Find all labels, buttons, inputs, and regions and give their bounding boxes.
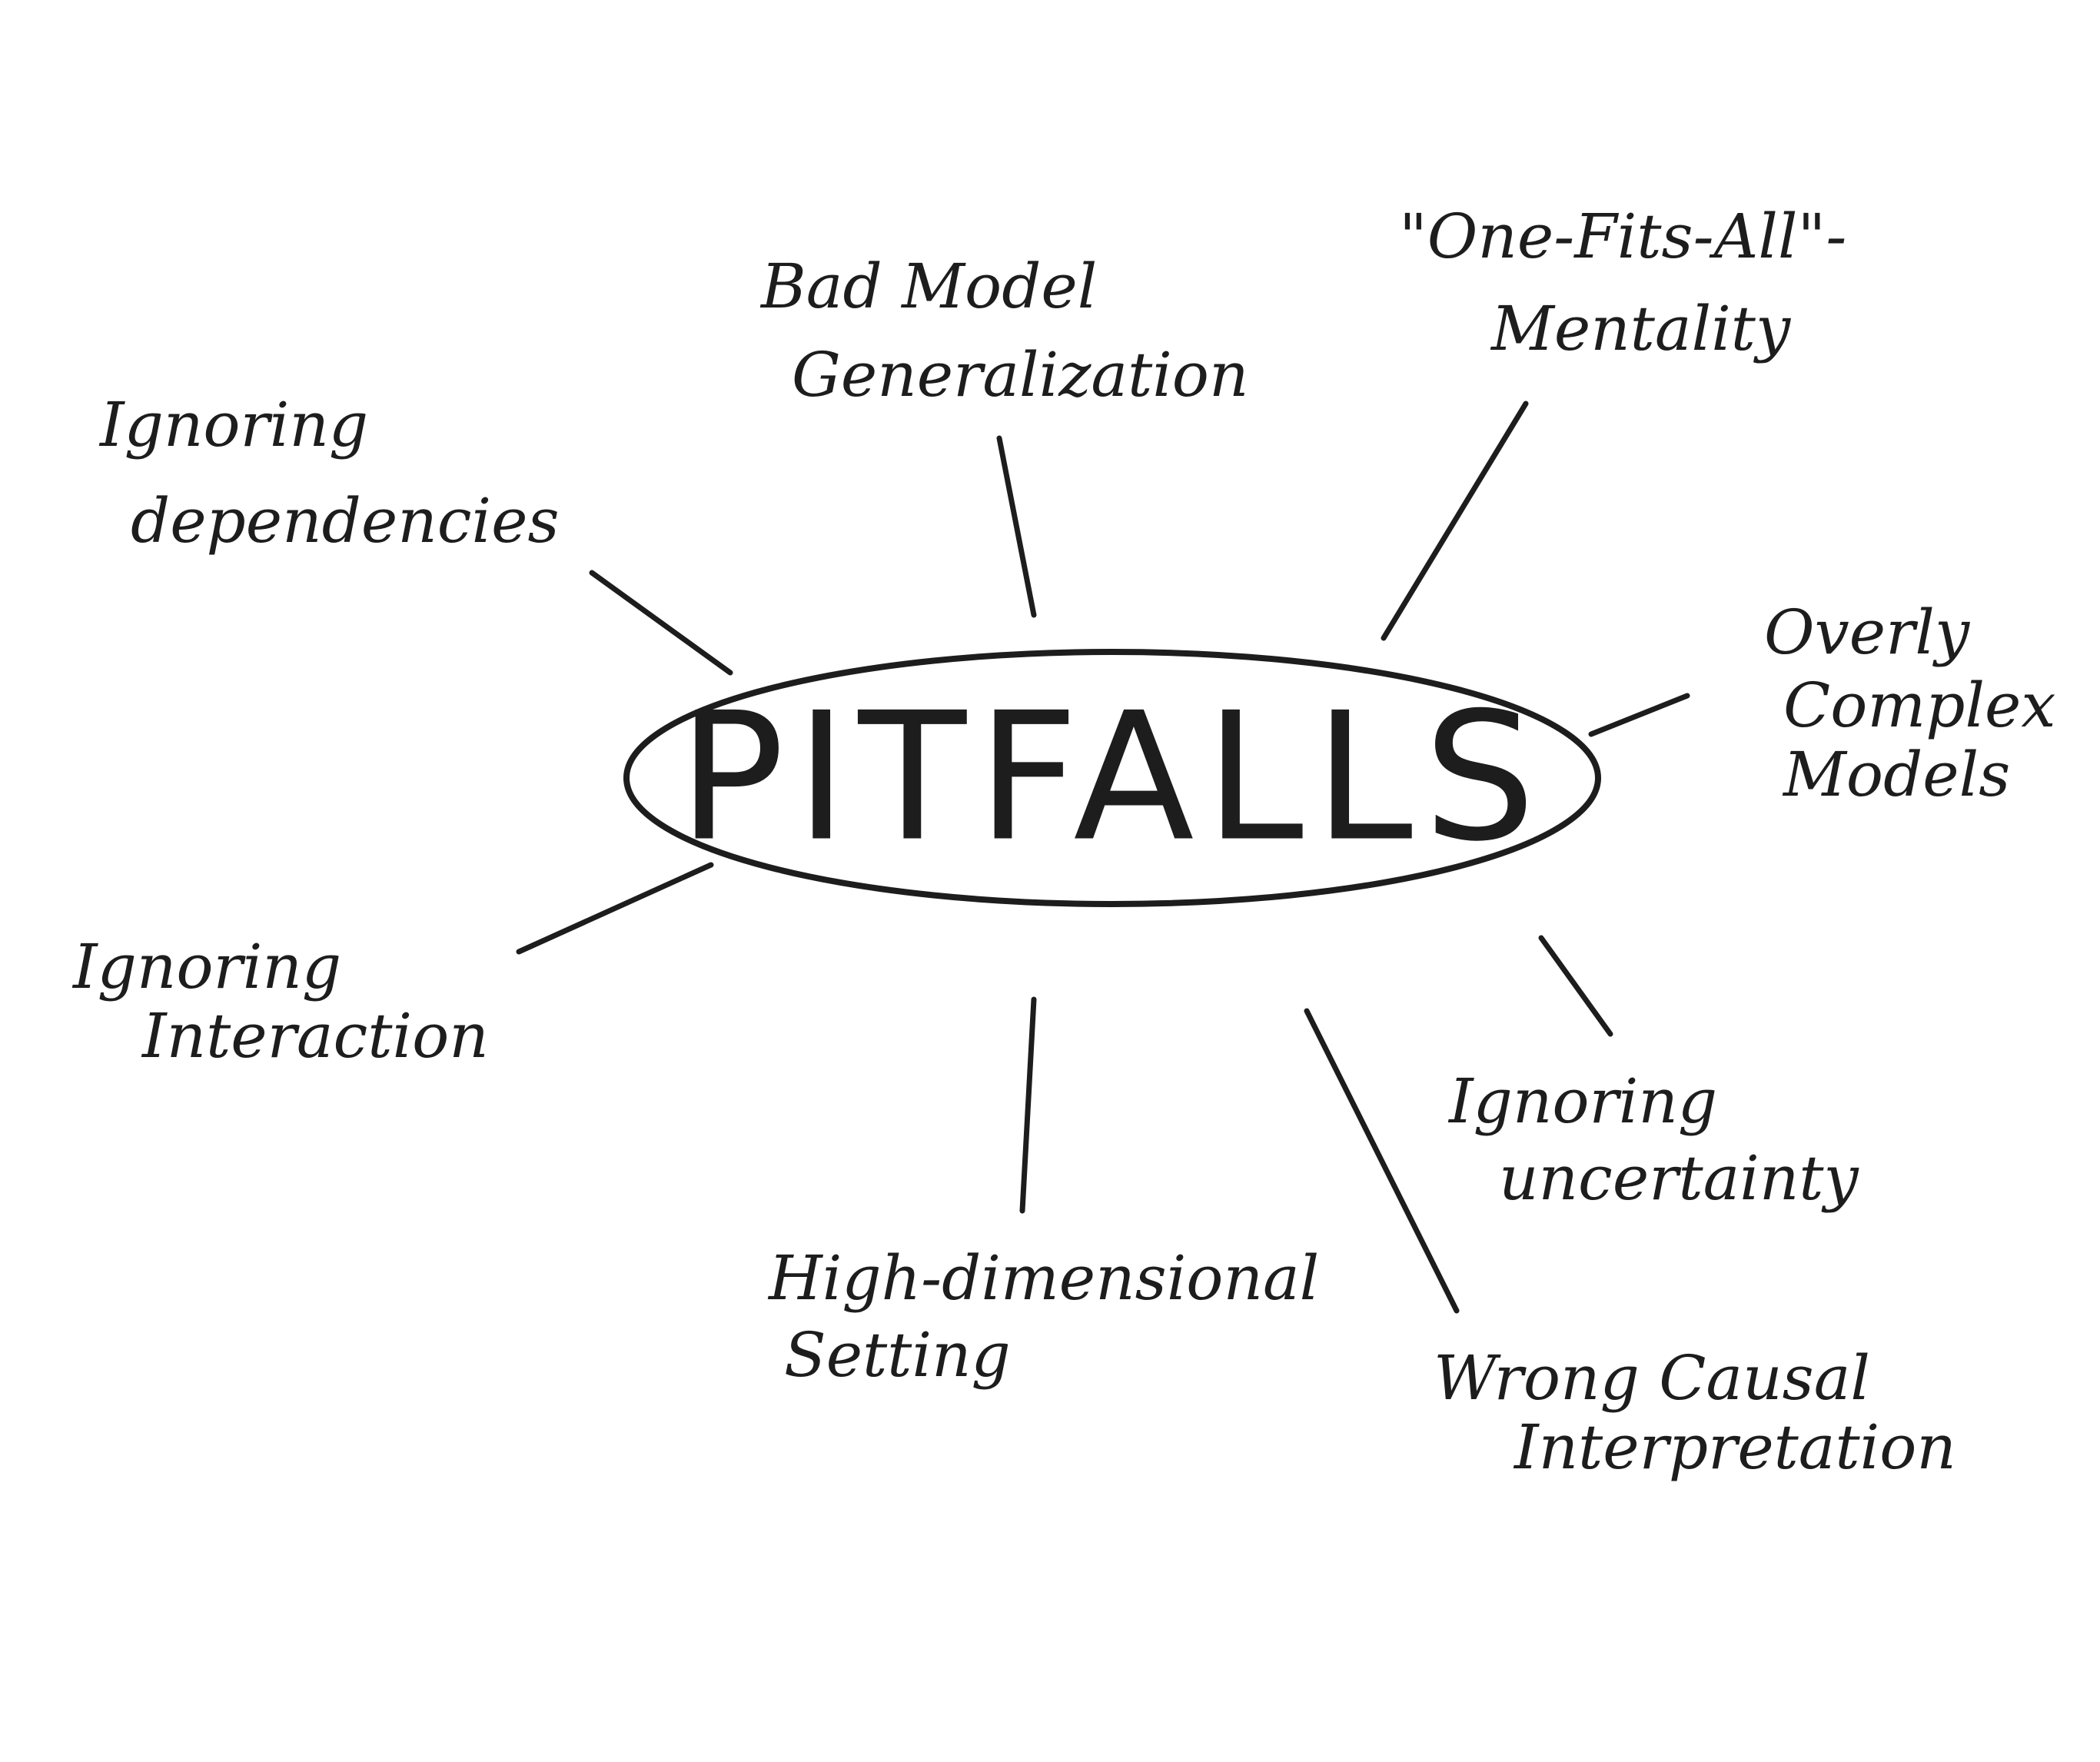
node-line: Interaction [141,1000,489,1072]
node-line: "One-Fits-All"- [1399,201,1846,272]
node-line: Bad Model [759,251,1097,322]
node-line: uncertainty [1499,1142,1860,1214]
connectors [516,401,1690,1314]
connector-ignoring-interaction [516,862,714,955]
node-line: Overly [1764,597,1971,668]
central-node: PITFALLS [623,649,1601,907]
node-high-dimensional: High-dimensional Setting [767,1242,1339,1391]
connector-one-fits-all [1381,401,1529,641]
central-label: PITFALLS [678,676,1547,881]
connector-overly-complex [1588,693,1690,737]
node-line: Ignoring [98,389,368,460]
connector-ignoring-uncertainty [1538,935,1613,1037]
node-line: Models [1782,739,2010,810]
connector-ignoring-dependencies [589,570,733,676]
outer-nodes: Ignoring dependencies Bad Model Generali… [71,201,2075,1483]
node-line: Setting [784,1319,1011,1391]
connector-wrong-causal [1304,1008,1460,1314]
node-line: Complex [1783,670,2056,741]
node-line: Generalization [792,339,1249,411]
node-bad-model-generalization: Bad Model Generalization [759,251,1249,411]
node-line: Mentality [1490,293,1792,364]
node-line: Ignoring [71,931,341,1002]
connector-bad-model-generalization [996,435,1037,618]
node-ignoring-uncertainty: Ignoring uncertainty [1447,1066,1860,1214]
node-line: dependencies [131,485,560,557]
connector-high-dimensional [1019,996,1037,1214]
node-ignoring-interaction: Ignoring Interaction [71,931,489,1072]
node-ignoring-dependencies: Ignoring dependencies [98,389,560,557]
node-line: Interpretation [1513,1411,1956,1483]
central-ellipse [623,649,1601,907]
node-line: High-dimensional [767,1242,1319,1314]
node-overly-complex: Overly Complex Models [1764,597,2075,810]
node-line: Wrong Causal [1434,1342,1870,1414]
node-wrong-causal: Wrong Causal Interpretation [1434,1342,1956,1483]
node-one-fits-all: "One-Fits-All"- Mentality [1399,201,1866,364]
node-line: Ignoring [1447,1066,1717,1137]
